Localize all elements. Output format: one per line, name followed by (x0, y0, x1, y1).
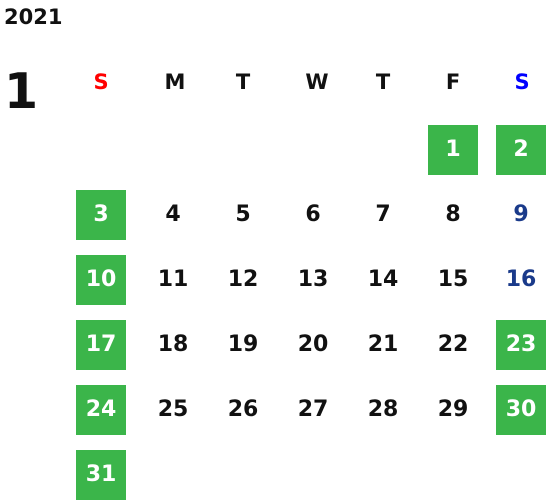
day-cell-17: 17 (76, 320, 126, 370)
day-cell-5: 5 (235, 202, 251, 227)
weekday-friday: F (445, 70, 461, 94)
weekday-saturday: S (514, 70, 530, 94)
day-cell-30: 30 (496, 385, 546, 435)
day-cell-29: 29 (437, 397, 469, 422)
day-cell-31: 31 (76, 450, 126, 500)
day-cell-27: 27 (297, 397, 329, 422)
day-cell-28: 28 (367, 397, 399, 422)
day-cell-13: 13 (297, 267, 329, 292)
day-cell-26: 26 (227, 397, 259, 422)
day-cell-2: 2 (496, 125, 546, 175)
day-cell-6: 6 (305, 202, 321, 227)
day-cell-7: 7 (375, 202, 391, 227)
weekday-wednesday: W (305, 70, 329, 94)
weekday-monday: M (164, 70, 186, 94)
weekday-tuesday: T (235, 70, 251, 94)
day-cell-10: 10 (76, 255, 126, 305)
day-cell-8: 8 (445, 202, 461, 227)
day-cell-23: 23 (496, 320, 546, 370)
day-cell-20: 20 (297, 332, 329, 357)
day-cell-11: 11 (157, 267, 189, 292)
day-cell-18: 18 (157, 332, 189, 357)
day-cell-4: 4 (165, 202, 181, 227)
weekday-thursday: T (375, 70, 391, 94)
day-cell-15: 15 (437, 267, 469, 292)
day-cell-21: 21 (367, 332, 399, 357)
day-cell-22: 22 (437, 332, 469, 357)
day-cell-25: 25 (157, 397, 189, 422)
day-cell-3: 3 (76, 190, 126, 240)
day-cell-12: 12 (227, 267, 259, 292)
day-cell-9: 9 (513, 202, 529, 227)
day-cell-1: 1 (428, 125, 478, 175)
day-cell-14: 14 (367, 267, 399, 292)
year-label: 2021 (4, 5, 63, 29)
month-label: 1 (4, 63, 39, 120)
weekday-sunday: S (93, 70, 109, 94)
day-cell-19: 19 (227, 332, 259, 357)
day-cell-16: 16 (505, 267, 537, 292)
day-cell-24: 24 (76, 385, 126, 435)
